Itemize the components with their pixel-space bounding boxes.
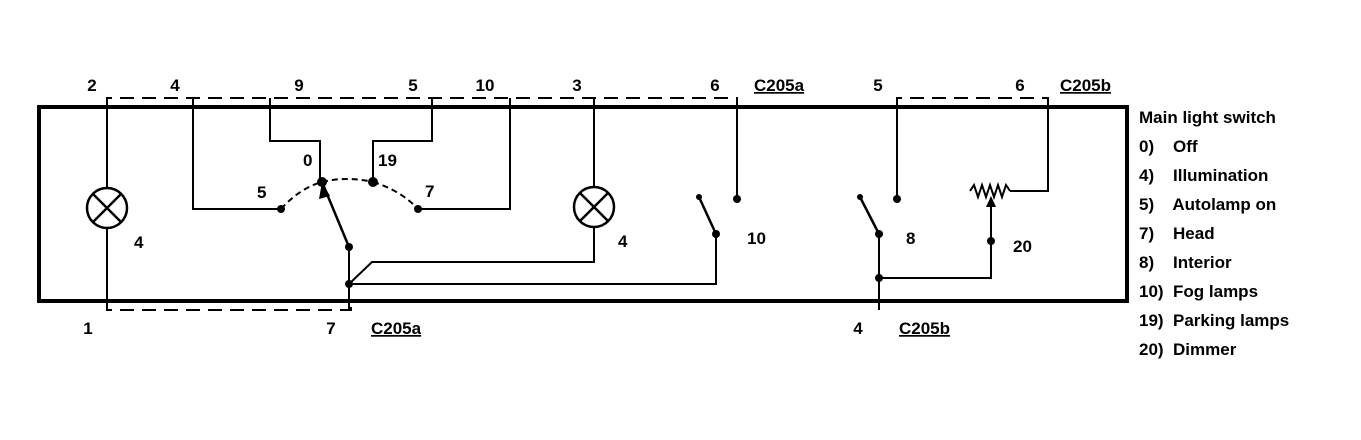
wire-dimmer-common [879,241,992,279]
lamp-left-label: 4 [134,233,144,252]
legend-item: 10) Fog lamps [1139,282,1258,301]
pin-label-top: 6 [1015,76,1024,95]
legend-item: 5) Autolamp on [1139,195,1276,214]
legend-item: 7) Head [1139,224,1215,243]
junction-dimmer [987,237,995,245]
arc-autolamp-off [280,181,323,210]
pin-label-top: 3 [572,76,581,95]
switch-parking-label: 19 [378,151,397,170]
contact-parking [368,177,378,187]
pin-label-bottom: 1 [83,319,92,338]
pin-label-top: 5 [408,76,417,95]
switch-housing [37,105,1129,303]
contact-fog-blade-end [696,194,702,200]
dimmer-label: 20 [1013,237,1032,256]
pin-label-bottom: 4 [853,319,863,338]
wire-pin5-parking [372,98,433,182]
arc-off-parking [321,178,374,183]
contact-off [317,177,327,187]
junction-blade [345,243,353,251]
contact-interior-pivot [875,230,883,238]
fog-switch-blade [697,196,718,235]
switch-fog-label: 10 [747,229,766,248]
dimmer-resistor [969,181,1011,201]
connector-label-c205b-top: C205b [1060,76,1111,95]
contact-fog-fixed [733,195,741,203]
connector-label-c205a-top: C205a [754,76,805,95]
switch-head-label: 7 [425,182,434,201]
pin-label-top: 5 [873,76,882,95]
pin-label-top: 10 [476,76,495,95]
legend-item: 0) Off [1139,137,1198,156]
switch-autolamp-label: 5 [257,183,266,202]
legend-item: 4) Illumination [1139,166,1268,185]
arc-parking-head [372,181,419,210]
legend-item: 8) Interior [1139,253,1232,272]
contact-autolamp [277,205,285,213]
wire-pin10-head [418,98,511,210]
wire-pin6b-dimmer [1010,98,1049,192]
dimmer-wiper-arrowhead [986,196,996,207]
contact-fog-pivot [712,230,720,238]
connector-label-c205b-bottom: C205b [899,319,950,338]
lamp-right-label: 4 [618,232,628,251]
wire-pin9-off [269,98,321,182]
pin-label-top: 6 [710,76,719,95]
lamp-left-icon [85,186,129,230]
pin-label-top: 4 [170,76,180,95]
switch-off-label: 0 [303,151,312,170]
legend-item: 20) Dimmer [1139,340,1237,359]
contact-interior-blade-end [857,194,863,200]
junction-interior-dimmer [875,274,883,282]
wire-lamp-common [348,227,595,285]
wire-fog-common [349,234,717,285]
contact-head [414,205,422,213]
pin-label-bottom: 7 [326,319,335,338]
pin-label-top: 9 [294,76,303,95]
contact-interior-fixed [893,195,901,203]
interior-switch-blade [858,196,881,235]
lamp-right-icon [572,185,616,229]
junction-common [345,280,353,288]
switch-interior-label: 8 [906,229,915,248]
wire-pin4-autolamp [192,98,281,210]
legend-item: 19) Parking lamps [1139,311,1289,330]
connector-label-c205a-bottom: C205a [371,319,422,338]
pin-label-top: 2 [87,76,96,95]
legend-title: Main light switch [1139,108,1276,127]
